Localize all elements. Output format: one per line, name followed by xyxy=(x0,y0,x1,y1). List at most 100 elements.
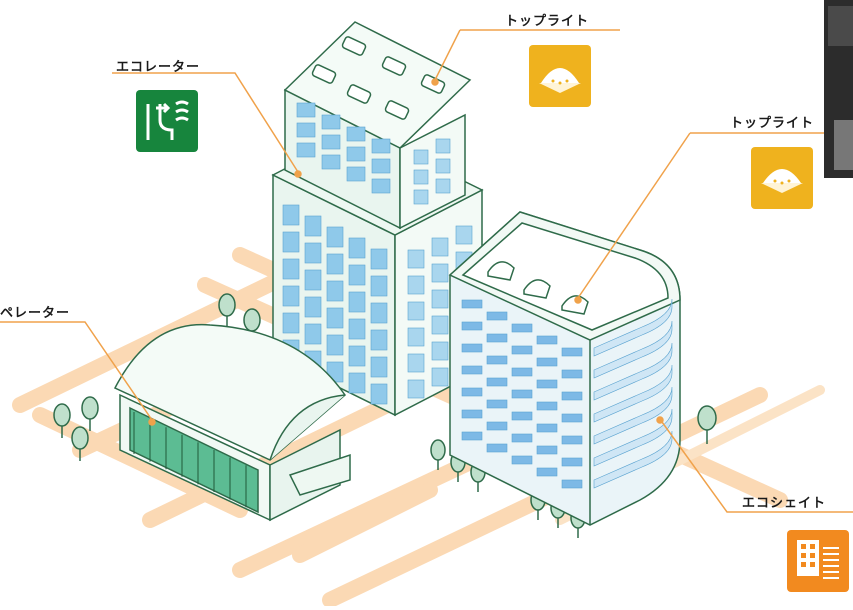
window xyxy=(321,154,341,170)
window xyxy=(561,391,583,401)
window xyxy=(431,263,449,283)
window xyxy=(348,264,366,286)
window xyxy=(370,248,388,270)
tower-windows xyxy=(282,102,473,405)
window xyxy=(348,372,366,394)
label-toplight-right: トップライト xyxy=(730,116,815,131)
window xyxy=(561,435,583,445)
window xyxy=(431,315,449,335)
window xyxy=(511,323,533,333)
window xyxy=(348,345,366,367)
window xyxy=(326,226,344,248)
window xyxy=(536,357,558,367)
window xyxy=(282,204,300,226)
window xyxy=(486,311,508,321)
window xyxy=(511,455,533,465)
window xyxy=(370,329,388,351)
window xyxy=(407,301,425,321)
window xyxy=(407,249,425,269)
window xyxy=(435,178,451,194)
window xyxy=(461,343,483,353)
window xyxy=(370,356,388,378)
window xyxy=(536,467,558,477)
window xyxy=(511,389,533,399)
window xyxy=(282,285,300,307)
window xyxy=(561,413,583,423)
window xyxy=(282,231,300,253)
window xyxy=(431,237,449,257)
window xyxy=(413,149,429,165)
curved-window-band xyxy=(593,408,673,467)
window xyxy=(413,189,429,205)
window xyxy=(561,347,583,357)
window xyxy=(486,443,508,453)
window xyxy=(461,321,483,331)
arch-roof-building xyxy=(113,323,351,522)
label-toplight-top: トップライト xyxy=(505,14,590,29)
window xyxy=(282,258,300,280)
curved-window-band xyxy=(593,298,673,357)
ecoshade-building-icon xyxy=(787,530,849,592)
window xyxy=(431,289,449,309)
window xyxy=(561,457,583,467)
photo-thumbnail-edge xyxy=(824,0,853,178)
window xyxy=(431,341,449,361)
window xyxy=(348,237,366,259)
window xyxy=(282,312,300,334)
window xyxy=(461,387,483,397)
window xyxy=(370,275,388,297)
window xyxy=(346,166,366,182)
window xyxy=(407,379,425,399)
curved-window-band xyxy=(593,342,673,401)
window xyxy=(435,158,451,174)
curved-office-building xyxy=(448,211,681,526)
window xyxy=(461,299,483,309)
window xyxy=(461,409,483,419)
window xyxy=(370,302,388,324)
window xyxy=(346,126,366,142)
label-ecolator: エコレーター xyxy=(116,60,201,75)
curved-window-band xyxy=(593,386,673,445)
window xyxy=(326,307,344,329)
window xyxy=(407,353,425,373)
window xyxy=(486,355,508,365)
window xyxy=(346,146,366,162)
window xyxy=(435,138,451,154)
window xyxy=(461,431,483,441)
window xyxy=(413,169,429,185)
window xyxy=(370,383,388,405)
window xyxy=(321,134,341,150)
curved-window-band xyxy=(593,320,673,379)
window xyxy=(304,323,322,345)
window xyxy=(371,178,391,194)
leader-lines xyxy=(0,29,853,513)
window xyxy=(486,377,508,387)
window xyxy=(348,318,366,340)
window xyxy=(536,335,558,345)
window xyxy=(536,445,558,455)
label-elevator: ペレーター xyxy=(0,306,71,321)
window xyxy=(304,296,322,318)
ecolator-airflow-icon xyxy=(136,90,198,152)
window xyxy=(536,379,558,389)
window xyxy=(304,242,322,264)
window xyxy=(326,280,344,302)
window xyxy=(536,401,558,411)
window xyxy=(296,122,316,138)
window xyxy=(326,334,344,356)
office-window-stripes xyxy=(461,298,673,489)
window xyxy=(536,423,558,433)
curved-window-band xyxy=(593,430,673,489)
window xyxy=(486,399,508,409)
window xyxy=(348,291,366,313)
window xyxy=(486,333,508,343)
window xyxy=(511,345,533,355)
window xyxy=(431,367,449,387)
window xyxy=(321,114,341,130)
toplight-dome-icon xyxy=(529,45,591,107)
window xyxy=(407,275,425,295)
toplight-dome-icon xyxy=(751,147,813,209)
window xyxy=(304,269,322,291)
